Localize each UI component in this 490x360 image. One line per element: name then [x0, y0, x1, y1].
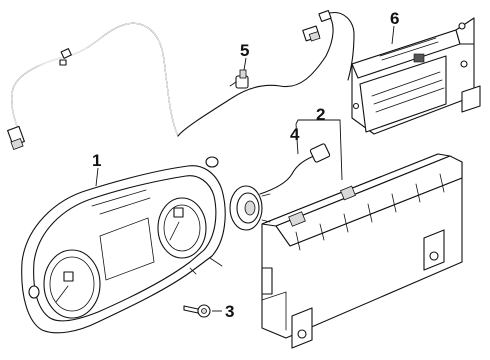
wiring-harness — [7, 9, 355, 150]
callout-5: 5 — [240, 41, 249, 60]
callout-2: 2 — [316, 105, 325, 124]
callout-1: 1 — [92, 151, 101, 170]
instrument-cluster-part-1 — [21, 156, 226, 334]
screw-part-3 — [183, 304, 211, 318]
connector-clip-part-5 — [229, 69, 249, 89]
callout-4: 4 — [290, 125, 300, 144]
leader-lines — [95, 25, 395, 312]
callout-3: 3 — [225, 302, 234, 321]
callout-6: 6 — [390, 9, 399, 28]
speaker-part-4 — [229, 143, 331, 231]
cluster-housing-part-2 — [261, 153, 463, 349]
control-module-part-6 — [351, 17, 481, 135]
